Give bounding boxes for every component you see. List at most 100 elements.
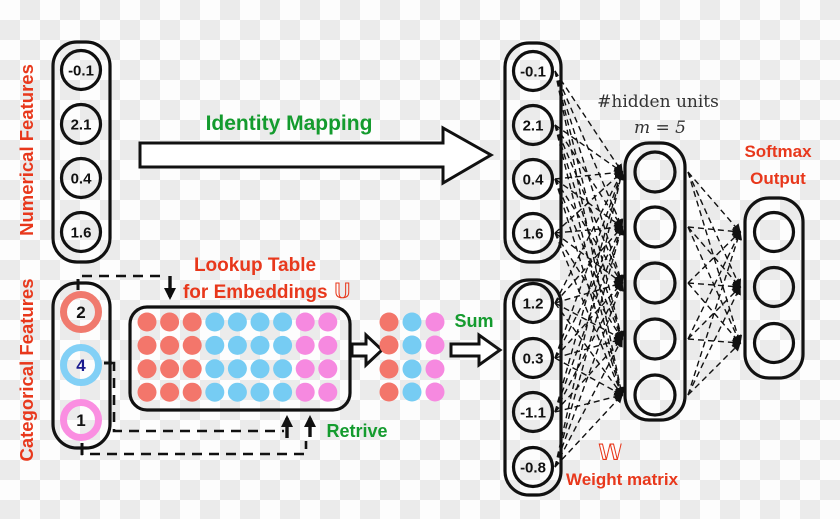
output-layer-outline (743, 196, 805, 380)
dense-numerical-node-value: -0.1 (520, 64, 546, 81)
dense-embedding-node-circle (511, 336, 555, 380)
hidden-unit (633, 205, 677, 249)
identity-mapping-label: Identity Mapping (205, 112, 373, 135)
dense-numerical-node-value: 2.1 (523, 118, 544, 135)
softmax-label-line1: Softmax (744, 142, 812, 161)
retrieve-path-value-1 (80, 441, 308, 456)
categorical-features-label: Categorical Features (16, 278, 37, 462)
numerical-node-circle (59, 156, 103, 200)
weight-connection (554, 124, 624, 173)
hidden-layer-nodes (633, 150, 677, 417)
numerical-node-value: 1.6 (71, 225, 92, 242)
embedding-dot (318, 312, 338, 332)
embedding-dot (273, 382, 293, 402)
embedding-dot (137, 382, 157, 402)
embedding-dot (295, 359, 315, 379)
weight-connection (554, 281, 624, 468)
embedding-dot (250, 382, 270, 402)
embedding-dot (318, 382, 338, 402)
lookup-table-label-line1: Lookup Table (193, 255, 317, 276)
lookup-to-sum-arrow (350, 331, 385, 369)
dense-input-embedding-outline (503, 278, 563, 497)
dense-numerical-node-circle (511, 211, 555, 255)
embedding-dot (318, 359, 338, 379)
dense-embedding-node-value: 0.3 (523, 351, 544, 368)
dense-numerical-node-circle (511, 103, 555, 147)
embedding-dot (227, 359, 247, 379)
output-connection (687, 337, 742, 347)
numerical-node-value: -0.1 (68, 63, 94, 80)
summed-embedding-dots (379, 312, 445, 402)
summed-dot (425, 359, 445, 379)
weight-connection (554, 170, 625, 413)
weight-connection (554, 225, 625, 468)
sum-label: Sum (454, 311, 494, 331)
weight-connection (554, 357, 624, 396)
hidden-units-count: m = 5 (634, 118, 686, 138)
weight-connection (554, 170, 624, 359)
output-connection (687, 226, 741, 289)
sum-to-dense-arrow (449, 332, 503, 368)
categorical-node-value: 1 (76, 411, 85, 430)
categorical-feature-nodes: 241 (60, 291, 102, 441)
embedding-dot (205, 359, 225, 379)
numerical-features-label: Numerical Features (16, 64, 37, 236)
summed-dot (402, 312, 422, 332)
dense-embedding-node-value: -1.1 (520, 405, 546, 422)
embedding-dot (295, 312, 315, 332)
embedding-dot (273, 335, 293, 355)
dense-numerical-node-value: 0.4 (523, 172, 545, 189)
weight-connection (554, 225, 624, 413)
embedding-lookup-dots (137, 312, 338, 402)
dense-embedding-node-circle (511, 390, 555, 434)
summed-dot (402, 335, 422, 355)
output-connection (687, 285, 742, 340)
embedding-dot (227, 382, 247, 402)
summed-dot (425, 312, 445, 332)
weight-connection (554, 170, 625, 468)
summed-dot (379, 335, 399, 355)
output-connection (687, 282, 741, 345)
output-connection (687, 171, 741, 234)
categorical-node-circle (60, 291, 102, 333)
categorical-node-circle (60, 344, 102, 386)
numerical-features-outline (51, 40, 112, 264)
summed-dot (402, 359, 422, 379)
weight-connection (554, 337, 623, 468)
summed-dot (379, 312, 399, 332)
hidden-to-output-connections (687, 171, 743, 396)
retrieve-label: Retrive (326, 421, 388, 441)
weight-connection (554, 232, 623, 341)
dense-embedding-node-circle (511, 281, 555, 325)
softmax-label-line2: Output (750, 169, 806, 188)
embedding-dot (137, 359, 157, 379)
embedding-dot (182, 382, 202, 402)
dense-numerical-node-circle (511, 49, 555, 93)
output-unit (752, 265, 796, 309)
embedding-dot (295, 382, 315, 402)
categorical-node-circle (60, 399, 102, 441)
identity-mapping-arrow (138, 125, 495, 186)
dense-numerical-node-value: 1.6 (523, 226, 544, 243)
summed-dot (379, 382, 399, 402)
summed-dot (402, 382, 422, 402)
embedding-dot (227, 335, 247, 355)
categorical-node-value: 2 (76, 303, 85, 322)
embedding-dot (137, 335, 157, 355)
weight-matrix-symbol: 𝕎 (597, 441, 623, 466)
dense-input-numerical-nodes: -0.1 2.1 0.4 1.6 (511, 49, 555, 255)
hidden-unit (633, 261, 677, 305)
hidden-unit (633, 150, 677, 194)
output-connection (687, 226, 742, 236)
embedding-dot (137, 312, 157, 332)
lookup-table-outline (128, 305, 352, 412)
embedding-dot (160, 335, 180, 355)
output-connection (687, 230, 742, 284)
lookup-table-label-text: for Embeddings (182, 282, 328, 303)
weight-connection (554, 302, 624, 340)
embedding-dot (182, 335, 202, 355)
embedding-dot (227, 312, 247, 332)
